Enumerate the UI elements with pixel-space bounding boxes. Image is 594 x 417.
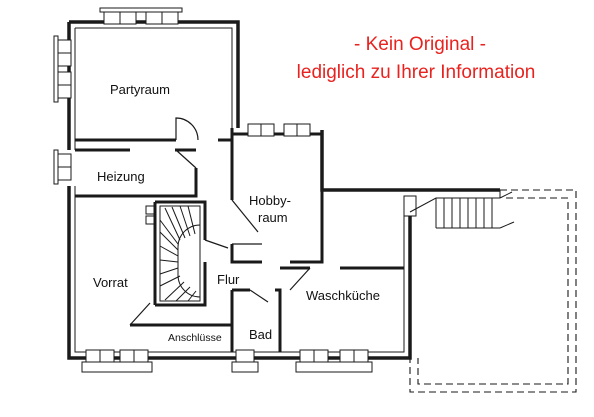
disclaimer-notice: - Kein Original - lediglich zu Ihrer Inf… (297, 34, 536, 83)
terrace-outline (409, 189, 577, 393)
door-swings (129, 117, 311, 326)
inner-walls (75, 128, 404, 352)
label-anschluesse: Anschlüsse (168, 332, 222, 344)
notice-line-2: lediglich zu Ihrer Information (297, 62, 536, 83)
exterior-stair (409, 190, 515, 229)
label-bad: Bad (249, 327, 272, 342)
lightwells (53, 7, 373, 373)
notice-line-1: - Kein Original - (354, 34, 486, 55)
room-labels: Partyraum Heizung Hobby- raum Vorrat Flu… (93, 82, 380, 344)
label-hobbyraum-line1: Hobby- (249, 193, 291, 208)
windows (57, 11, 417, 363)
label-vorrat: Vorrat (93, 275, 128, 290)
label-flur: Flur (217, 272, 240, 287)
label-hobbyraum-line2: raum (258, 210, 288, 225)
stair-fittings (145, 205, 155, 225)
label-waschkueche: Waschküche (306, 288, 380, 303)
label-heizung: Heizung (97, 169, 145, 184)
label-partyraum: Partyraum (110, 82, 170, 97)
spiral-stair (159, 205, 201, 302)
